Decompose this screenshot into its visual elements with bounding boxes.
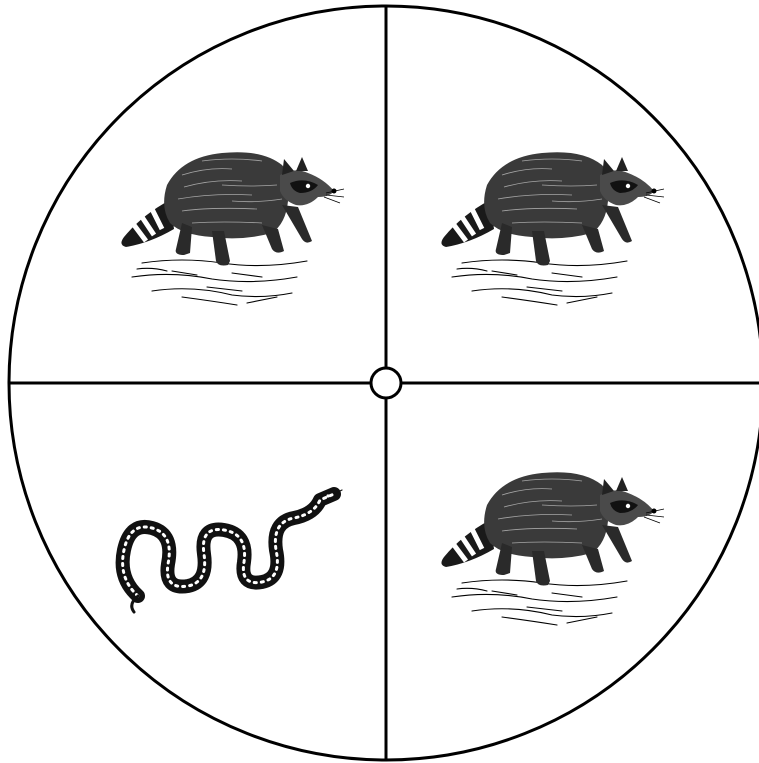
spinner-center-hub	[371, 368, 401, 398]
